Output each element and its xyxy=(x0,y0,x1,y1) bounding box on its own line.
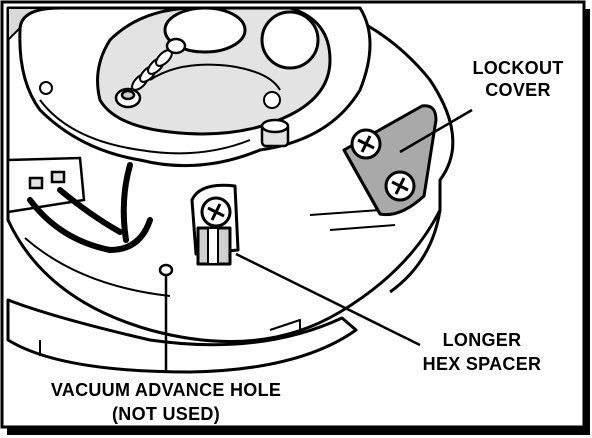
leader-line-hex-spacer xyxy=(235,252,421,347)
callout-lockout-cover: LOCKOUT COVER xyxy=(472,58,563,100)
callout-vacuum-advance-hole: VACUUM ADVANCE HOLE (NOT USED) xyxy=(51,380,281,424)
spring-post-right xyxy=(165,37,187,55)
callout-vacuum-hole-line-1: VACUUM ADVANCE HOLE xyxy=(51,380,281,400)
callout-hex-spacer-line-1: LONGER xyxy=(443,330,522,350)
leader-lines xyxy=(164,108,473,372)
longer-hex-spacer xyxy=(190,183,240,266)
vacuum-advance-hole xyxy=(158,263,174,277)
plate-screw xyxy=(263,91,281,109)
callout-hex-spacer-line-2: HEX SPACER xyxy=(423,354,542,374)
callout-lockout-cover-line-1: LOCKOUT xyxy=(472,58,563,78)
plate-rivet xyxy=(39,81,53,95)
leader-line-lockout-cover xyxy=(399,108,473,154)
wires xyxy=(27,162,153,254)
lockout-cover xyxy=(342,104,438,217)
advance-spring xyxy=(131,47,173,93)
hex-post xyxy=(260,118,290,148)
callout-vacuum-hole-line-2: (NOT USED) xyxy=(112,404,220,424)
callout-lockout-cover-line-2: COVER xyxy=(485,80,551,100)
wire-connector xyxy=(6,156,86,214)
spring-post-left xyxy=(114,87,142,109)
callout-longer-hex-spacer: LONGER HEX SPACER xyxy=(423,330,542,374)
